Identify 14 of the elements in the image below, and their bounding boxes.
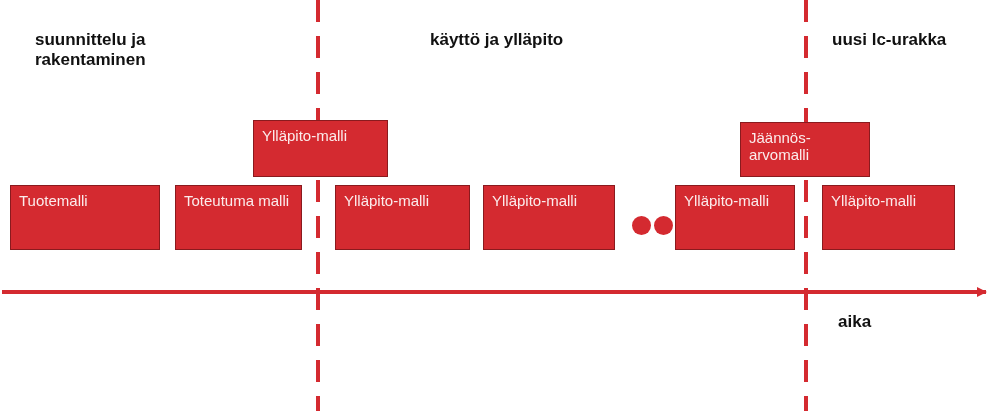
model-box: Ylläpito-malli <box>675 185 795 250</box>
phase-heading: uusi lc-urakka <box>832 30 947 50</box>
ellipsis-dot <box>654 216 673 235</box>
ellipsis-dot <box>632 216 651 235</box>
model-box: Ylläpito-malli <box>483 185 615 250</box>
model-box: Ylläpito-malli <box>822 185 955 250</box>
axis-label: aika <box>838 312 872 332</box>
phase-heading: suunnittelu ja rakentaminen <box>35 30 147 70</box>
model-box: Ylläpito-malli <box>335 185 470 250</box>
model-box: Ylläpito-malli <box>253 120 388 177</box>
model-box: Tuotemalli <box>10 185 160 250</box>
model-box: Toteutuma malli <box>175 185 302 250</box>
phase-heading: käyttö ja ylläpito <box>430 30 564 50</box>
model-box: Jäännös-arvomalli <box>740 122 870 177</box>
